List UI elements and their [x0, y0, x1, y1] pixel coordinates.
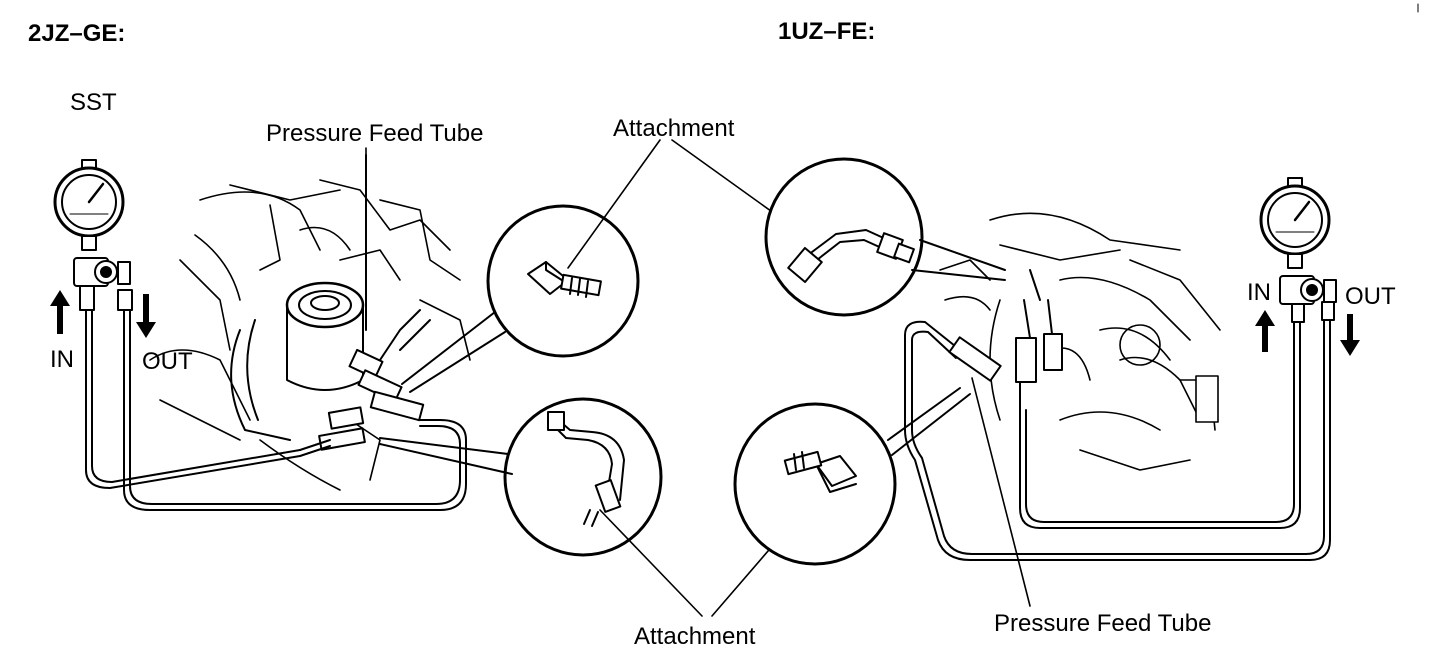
engine-sketch-left	[149, 179, 471, 491]
in-label-left: IN	[50, 346, 74, 373]
pressure-feed-tube-label-left: Pressure Feed Tube	[266, 120, 484, 147]
section-title-2jz: 2JZ–GE:	[28, 20, 126, 47]
sst-gauge-right	[1259, 177, 1337, 323]
out-label-left: OUT	[142, 348, 193, 375]
out-arrow-right	[1340, 314, 1360, 356]
pressure-feed-tube-label-right: Pressure Feed Tube	[994, 610, 1212, 637]
callout-bottom-right	[733, 387, 971, 566]
engine-sketch-right	[939, 212, 1221, 471]
out-label-right: OUT	[1345, 283, 1396, 310]
out-arrow-left	[136, 294, 156, 338]
fittings-left	[299, 154, 431, 457]
sst-gauge-left	[53, 159, 133, 311]
fittings-right	[904, 269, 1063, 411]
pressure-feed-tube-leader-right	[971, 377, 1031, 607]
attachment-label-top: Attachment	[613, 115, 735, 142]
in-label-right: IN	[1247, 279, 1271, 306]
callout-top-left	[401, 204, 640, 393]
sst-label: SST	[70, 89, 117, 116]
in-arrow-right	[1255, 310, 1275, 352]
attachment-label-bottom: Attachment	[634, 623, 756, 650]
hose-left	[85, 309, 467, 511]
callout-bottom-left	[379, 397, 663, 557]
reservoir-left	[230, 281, 365, 441]
in-arrow-left	[50, 290, 70, 334]
section-title-1uz: 1UZ–FE:	[778, 18, 876, 45]
hose-right	[904, 311, 1331, 561]
callout-top-right	[764, 157, 1006, 317]
